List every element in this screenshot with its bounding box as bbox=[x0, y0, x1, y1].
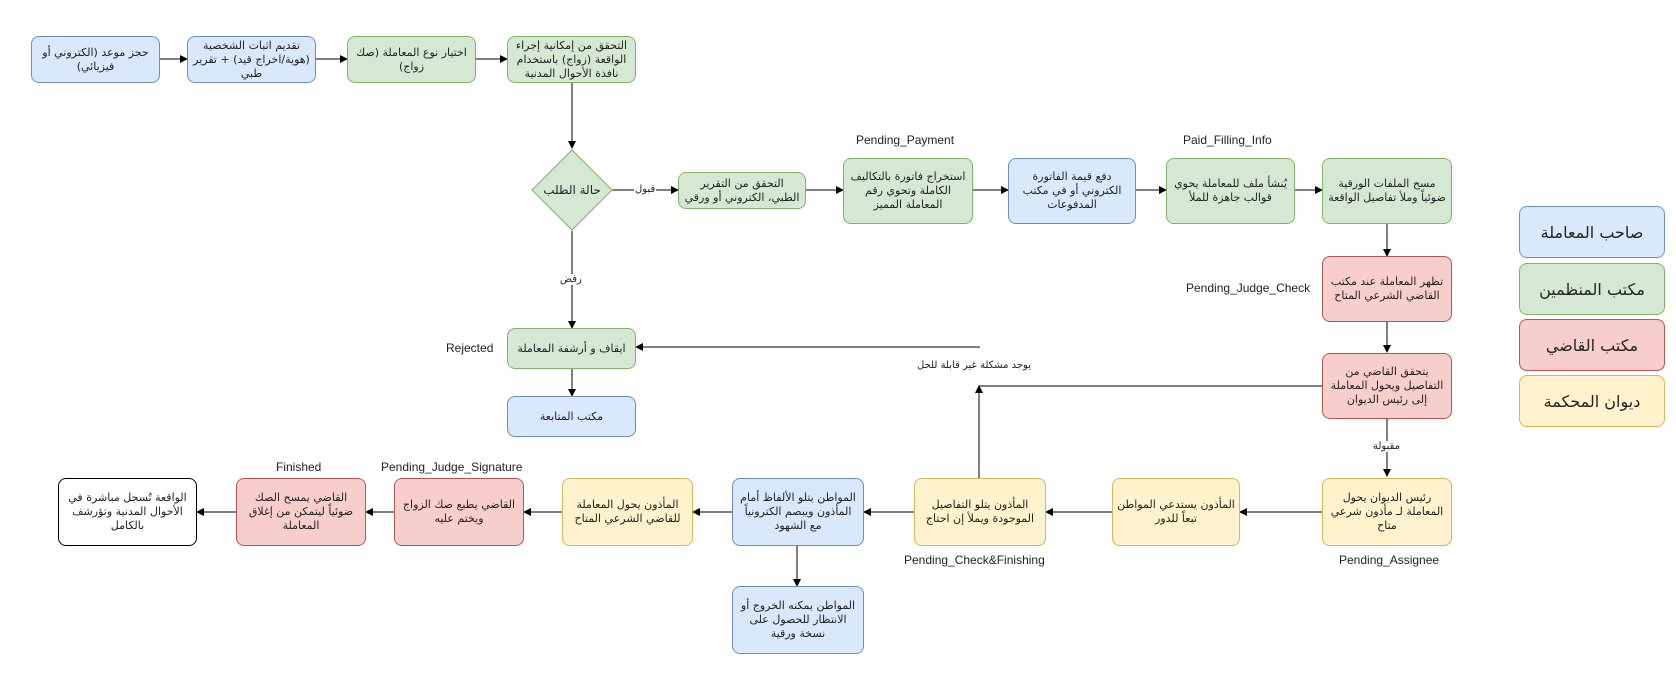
decision-request-status: حالة الطلب bbox=[532, 150, 612, 230]
node-citizen-leaves: المواطن يمكنه الخروج أو الانتظار للحصول … bbox=[732, 586, 864, 654]
node-stop-archive: ايقاف و أرشفة المعاملة bbox=[507, 328, 636, 369]
node-judge-verifies: يتحقق القاضي من التفاصيل ويحول المعاملة … bbox=[1322, 353, 1452, 419]
node-officiant-transfers: المأذون يحول المعاملة للقاضي الشرعي المت… bbox=[562, 478, 693, 546]
node-followup-office: مكتب المتابعة bbox=[507, 396, 636, 437]
node-appears-judge: تظهر المعاملة عند مكتب القاضي الشرعي الم… bbox=[1322, 256, 1452, 322]
edge-label-unsolvable: يوجد مشكلة غير قابلة للحل bbox=[916, 360, 1032, 371]
node-head-transfers: رئيس الديوان يحول المعاملة لـ مأذون شرعي… bbox=[1322, 478, 1452, 546]
status-finished: Finished bbox=[276, 460, 322, 474]
status-paid-filling-info: Paid_Filling_Info bbox=[1183, 133, 1272, 147]
status-pending-payment: Pending_Payment bbox=[856, 133, 955, 147]
edge-label-approved: مقبولة bbox=[1372, 441, 1402, 452]
edge-label-rejected: رفض bbox=[559, 274, 583, 285]
legend-owner: صاحب المعاملة bbox=[1519, 206, 1665, 258]
edge-label-accepted: قبول bbox=[634, 184, 657, 195]
node-judge-prints: القاضي يطبع صك الزواج ويختم عليه bbox=[394, 478, 524, 546]
node-registered: الواقعة تُسجل مباشرة في الأحوال المدنية … bbox=[58, 478, 197, 546]
node-book-appointment: حجز موعد (الكتروني أو فيزيائي) bbox=[31, 36, 160, 83]
node-officiant-calls: المأذون يستدعي المواطن تبعاً للدور bbox=[1112, 478, 1240, 546]
node-submit-documents: تقديم اثبات الشخصية (هوية/اخراج قيد) + ت… bbox=[187, 36, 316, 83]
node-create-file: يُنشأ ملف للمعاملة يحوي قوالب جاهزة للمل… bbox=[1166, 158, 1295, 224]
node-verify-possibility: التحقق من إمكانية إجراء الواقعة (زواج) ب… bbox=[507, 36, 636, 83]
node-officiant-reads: المأذون يتلو التفاصيل الموجودة ويملأ إن … bbox=[914, 478, 1046, 546]
status-pending-assignee: Pending_Assignee bbox=[1339, 553, 1440, 567]
status-pending-judge-check: Pending_Judge_Check bbox=[1186, 281, 1311, 295]
node-citizen-recites: المواطن يتلو الألفاظ أمام المأذون ويبصم … bbox=[732, 478, 864, 546]
status-pending-judge-signature: Pending_Judge_Signature bbox=[381, 460, 523, 474]
legend-judge: مكتب القاضي bbox=[1519, 319, 1665, 371]
status-rejected: Rejected bbox=[446, 341, 494, 355]
decision-diamond bbox=[531, 149, 613, 231]
node-pay-invoice: دفع قيمة الفاتورة الكتروني أو في مكتب ال… bbox=[1008, 158, 1136, 224]
node-judge-scans: القاضي يمسح الصك ضوئياً ليتمكن من إغلاق … bbox=[236, 478, 366, 546]
node-choose-type: اختيار نوع المعاملة (صك زواج) bbox=[347, 36, 476, 83]
status-pending-check-finishing: Pending_Check&Finishing bbox=[904, 553, 1045, 567]
legend-organizers: مكتب المنظمين bbox=[1519, 263, 1665, 315]
decision-label: حالة الطلب bbox=[543, 183, 601, 197]
node-issue-invoice: استخراج فاتورة بالتكاليف الكاملة وتحوي ر… bbox=[843, 158, 973, 224]
edge-unsolvable-to-archive bbox=[635, 343, 980, 351]
legend-court: ديوان المحكمة bbox=[1519, 375, 1665, 427]
node-verify-report: التحقق من التقرير الطبي، الكتروني أو ورق… bbox=[678, 172, 806, 209]
node-scan-papers: مسح الملفات الورقية ضوئياً وملأ تفاصيل ا… bbox=[1322, 158, 1452, 224]
